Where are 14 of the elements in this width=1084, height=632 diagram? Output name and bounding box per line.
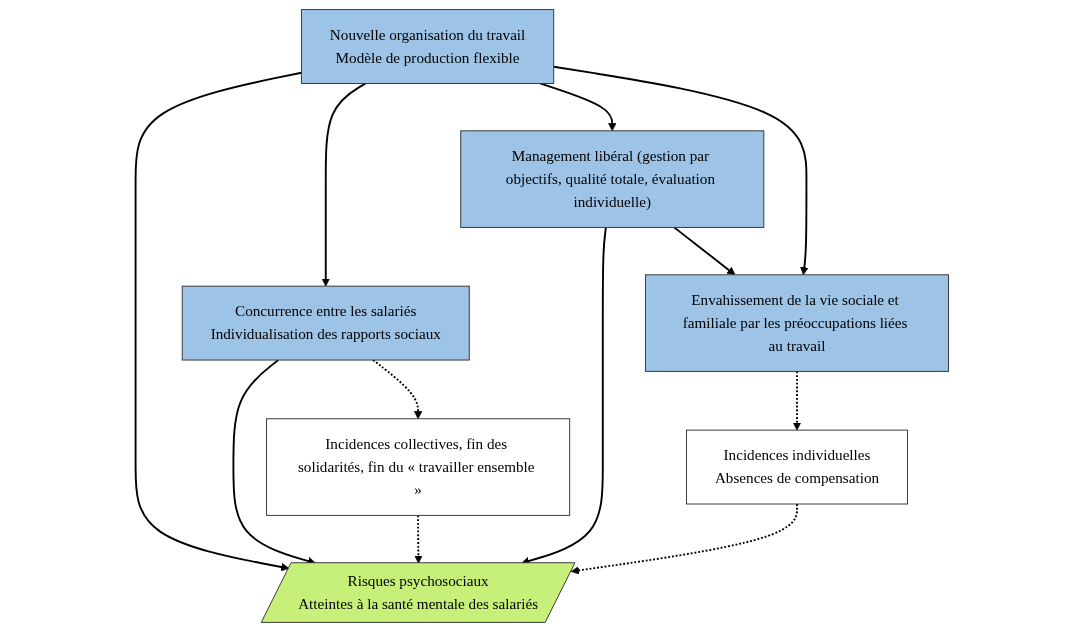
arrow	[414, 514, 423, 564]
arrow	[552, 65, 809, 276]
node-box: Incidences individuelles Absences de compensation	[685, 429, 908, 505]
arrow	[539, 82, 617, 132]
node-box: Envahissement de la vie sociale et familiale par les préoccupations liées au travail	[644, 274, 949, 372]
node-box: Concurrence entre les salariés Individualisation des rapports sociaux	[181, 285, 470, 361]
arrow	[673, 226, 736, 276]
arrow	[134, 71, 303, 572]
node-box: Management libéral (gestion par objectifs, qualité totale, évaluation individuelle)	[460, 130, 765, 228]
node-box: Nouvelle organisation du travail Modèle de production flexible	[300, 9, 555, 84]
arrow	[372, 359, 423, 420]
arrow	[321, 82, 367, 287]
arrow	[792, 370, 802, 431]
node-box: Incidences collectives, fin des solidarités, fin du « travailler ensemble »	[266, 418, 571, 516]
